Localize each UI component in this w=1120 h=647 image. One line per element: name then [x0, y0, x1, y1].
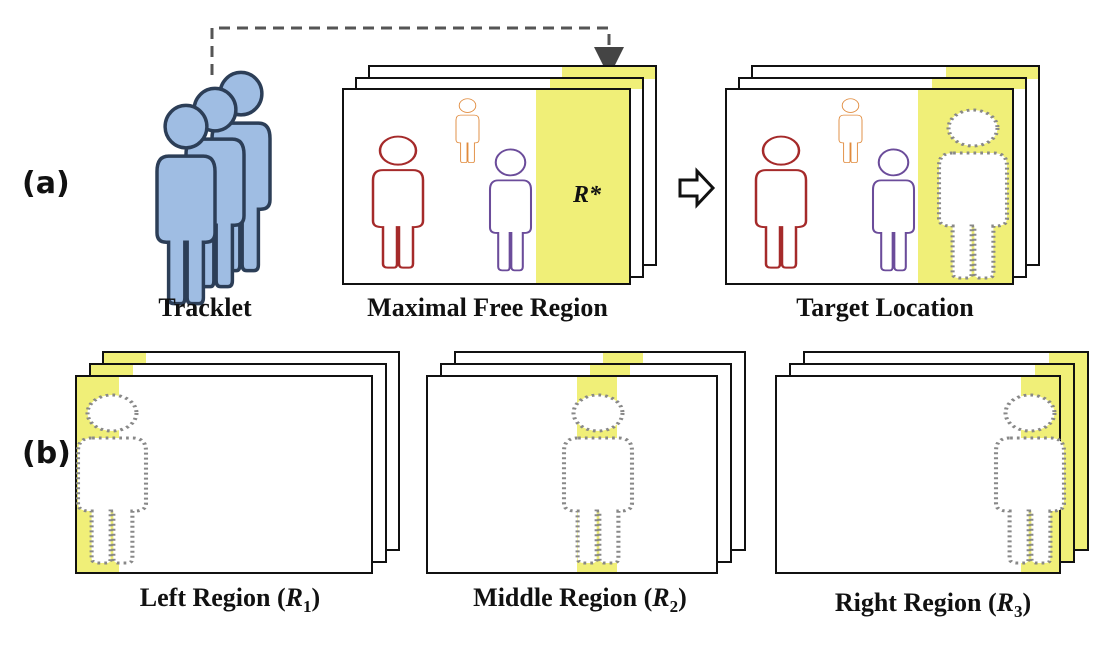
- right-region-stack: [775, 351, 1089, 574]
- free-region-symbol: R*: [572, 182, 602, 208]
- middle-region-caption: Middle Region (R2): [473, 583, 687, 617]
- tracklet-persons: [155, 70, 272, 306]
- mfr-frame-stack: [342, 65, 657, 285]
- right-region-caption-text: Right Region: [834, 588, 982, 617]
- left-region-stack: [75, 351, 400, 574]
- middle-region-symbol: R: [652, 583, 670, 612]
- target-frame-stack: [725, 65, 1040, 285]
- tracklet-to-region-arrow: [210, 26, 624, 77]
- middle-region-subscript: 2: [669, 597, 679, 617]
- left-region-symbol: R: [285, 583, 304, 612]
- tracklet-caption: Tracklet: [158, 293, 252, 322]
- right-region-subscript: 3: [1013, 602, 1023, 622]
- left-region-subscript: 1: [303, 597, 312, 617]
- middle-region-caption-text: Middle Region: [473, 583, 638, 612]
- left-region-caption: Left Region (R1): [139, 583, 321, 617]
- mfr-caption: Maximal Free Region: [367, 293, 608, 322]
- middle-region-stack: [426, 351, 746, 574]
- right-region-caption: Right Region (R3): [834, 588, 1032, 622]
- left-region-caption-text: Left Region: [139, 583, 271, 612]
- right-region-symbol: R: [996, 588, 1014, 617]
- row-b-label: (b): [22, 436, 71, 471]
- free-region-highlight: [536, 90, 629, 283]
- row-a-label: (a): [22, 166, 70, 201]
- target-caption: Target Location: [796, 293, 974, 322]
- block-arrow-icon: [678, 167, 716, 209]
